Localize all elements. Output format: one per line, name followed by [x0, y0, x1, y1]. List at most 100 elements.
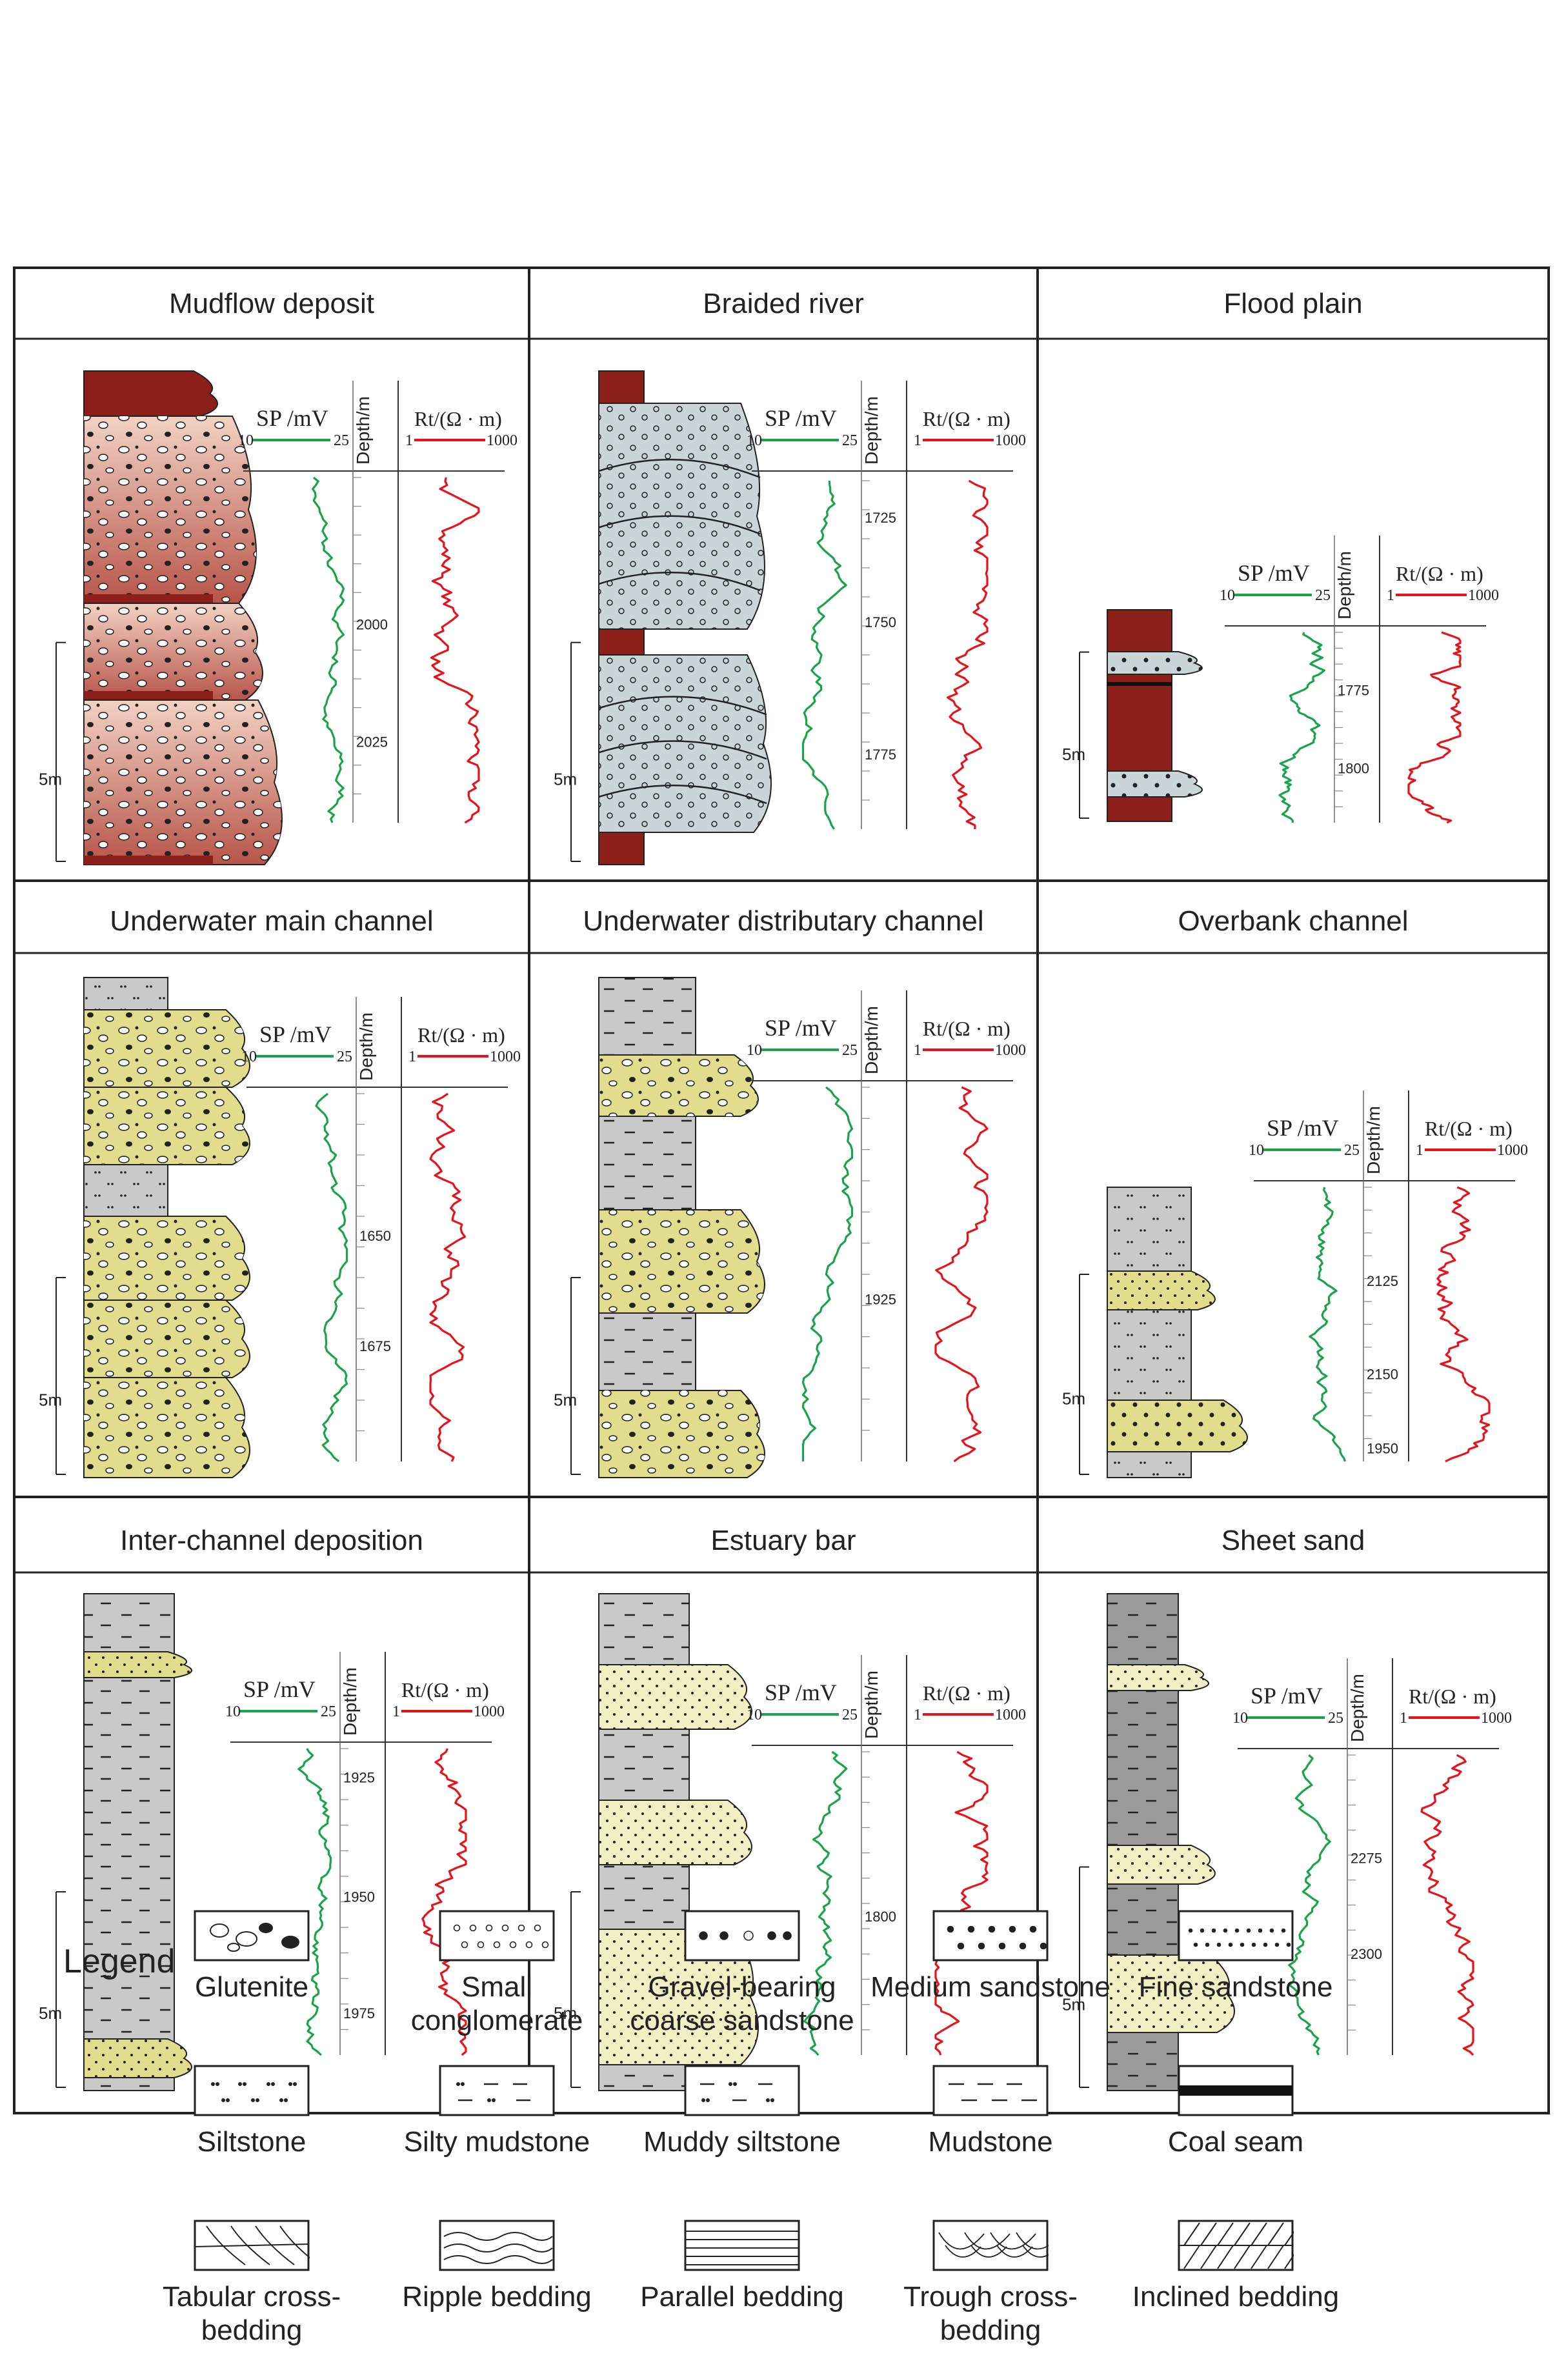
scale-bar: 5m: [1062, 651, 1089, 819]
sp-min: 10: [241, 1049, 257, 1065]
rt-min: 1: [914, 1707, 921, 1723]
scale-bar: 5m: [39, 641, 66, 862]
symbol-border: [684, 2220, 800, 2271]
rt-curve: [947, 479, 989, 829]
rt-label: Rt/(Ω · m): [1425, 1117, 1513, 1140]
sp-max: 25: [1328, 1710, 1343, 1727]
depth-tick-label: 1800: [1338, 760, 1369, 776]
scale-bar: 5m: [554, 641, 581, 862]
rt-curve: [934, 1751, 989, 2056]
sp-max: 25: [1315, 587, 1331, 604]
rt-max: 1000: [1468, 587, 1499, 604]
legend-label: Glutenite: [194, 1971, 309, 2003]
legend-label: Silty mudstone: [403, 2126, 590, 2158]
rt-label: Rt/(Ω · m): [1409, 1685, 1496, 1708]
lithology-texture: [84, 416, 256, 603]
depth-tick-label: 1650: [359, 1228, 391, 1244]
depth-tick-label: 1775: [865, 747, 896, 763]
lithology-texture: [599, 1800, 752, 1865]
scale-bar: 5m: [554, 1277, 581, 1475]
lithology-texture: [1107, 771, 1202, 797]
lithology-texture: [599, 1665, 752, 1729]
rt-label: Rt/(Ω · m): [923, 1681, 1010, 1705]
scale-label: 5m: [39, 1390, 62, 1409]
legend-label: Inclined bedding: [1132, 2281, 1340, 2313]
symbol-border: [439, 2065, 555, 2116]
rt-curve: [1436, 1186, 1491, 1463]
bedding-line: [598, 515, 761, 535]
symbol-border: [932, 2065, 1049, 2116]
panel-title: Underwater distributary channel: [583, 905, 983, 937]
inclined-bedding-symbol: [1178, 2220, 1294, 2271]
lithology-column: [83, 1593, 192, 2091]
sp-min: 10: [747, 1707, 762, 1723]
lithology-column: [598, 1593, 759, 2091]
legend-item-small-conglomerate: Small conglomerate: [374, 1910, 619, 2038]
legend-label: Fine sandstone: [1138, 1971, 1333, 2003]
legend-item-ripple-bedding: Ripple bedding: [374, 2220, 619, 2314]
sp-label: SP /mV: [243, 1676, 316, 1702]
lithology-texture: [1107, 1955, 1234, 2032]
sp-curve: [315, 1092, 348, 1463]
legend-item-glutenite: Glutenite: [129, 1910, 374, 2004]
mudstone-band: [84, 594, 213, 603]
rt-min: 1: [914, 432, 921, 449]
sp-label: SP /mV: [259, 1021, 332, 1047]
legend-label: Coal seam: [1167, 2126, 1304, 2158]
legend-item-silty-mudstone: Silty mudstone: [374, 2065, 619, 2159]
rt-min: 1: [914, 1042, 921, 1059]
sp-min: 10: [1220, 587, 1235, 604]
lithology-column: [598, 977, 765, 1478]
depth-tick-label: 1725: [865, 510, 896, 526]
panel-title: Braided river: [703, 288, 863, 319]
depth-label: Depth/m: [861, 1006, 881, 1074]
panel-title: Mudflow deposit: [169, 288, 374, 319]
lithology-texture: [84, 1378, 250, 1478]
lithology-column: [1107, 1187, 1248, 1478]
trough-cross-bedding-symbol: [932, 2220, 1049, 2271]
legend-item-mudstone: Mudstone: [868, 2065, 1113, 2159]
depth-tick-label: 2150: [1367, 1367, 1398, 1383]
symbol-border: [194, 2065, 310, 2116]
depth-label: Depth/m: [861, 396, 881, 465]
rt-label: Rt/(Ω · m): [414, 407, 502, 430]
scale-bar: 5m: [39, 1891, 66, 2088]
legend-item-coal-seam: Coal seam: [1113, 2065, 1358, 2159]
medium-sandstone-symbol: [932, 1910, 1049, 1962]
depth-tick-label: 2025: [356, 734, 388, 750]
scale-label: 5m: [1062, 1994, 1085, 2014]
legend-label: Trough cross-bedding: [903, 2281, 1078, 2346]
panel-title: Inter-channel deposition: [120, 1525, 423, 1556]
lithology-column: [83, 370, 283, 865]
sp-label: SP /mV: [1267, 1115, 1339, 1141]
sp-curve: [803, 1751, 848, 2056]
rt-curve: [430, 477, 480, 824]
depth-label: Depth/m: [356, 1012, 376, 1081]
rt-curve: [421, 1748, 467, 2056]
rt-min: 1: [1400, 1710, 1407, 1727]
lithology-column: [83, 977, 250, 1478]
sp-curve: [801, 1086, 854, 1461]
depth-tick-label: 1800: [865, 1909, 896, 1925]
legend-label: Siltstone: [197, 2126, 307, 2158]
bedding-line: [598, 696, 767, 716]
sp-label: SP /mV: [1251, 1683, 1323, 1709]
rt-min: 1: [1416, 1142, 1423, 1159]
sp-min: 10: [1249, 1142, 1264, 1159]
muddy-siltstone-symbol: [684, 2065, 800, 2116]
parallel-bedding-symbol: [684, 2220, 800, 2271]
legend-label: Ripple bedding: [402, 2281, 592, 2313]
symbol-border: [439, 1910, 555, 1962]
sp-max: 25: [842, 432, 858, 449]
bedding-line: [598, 785, 767, 805]
rt-min: 1: [405, 432, 413, 449]
